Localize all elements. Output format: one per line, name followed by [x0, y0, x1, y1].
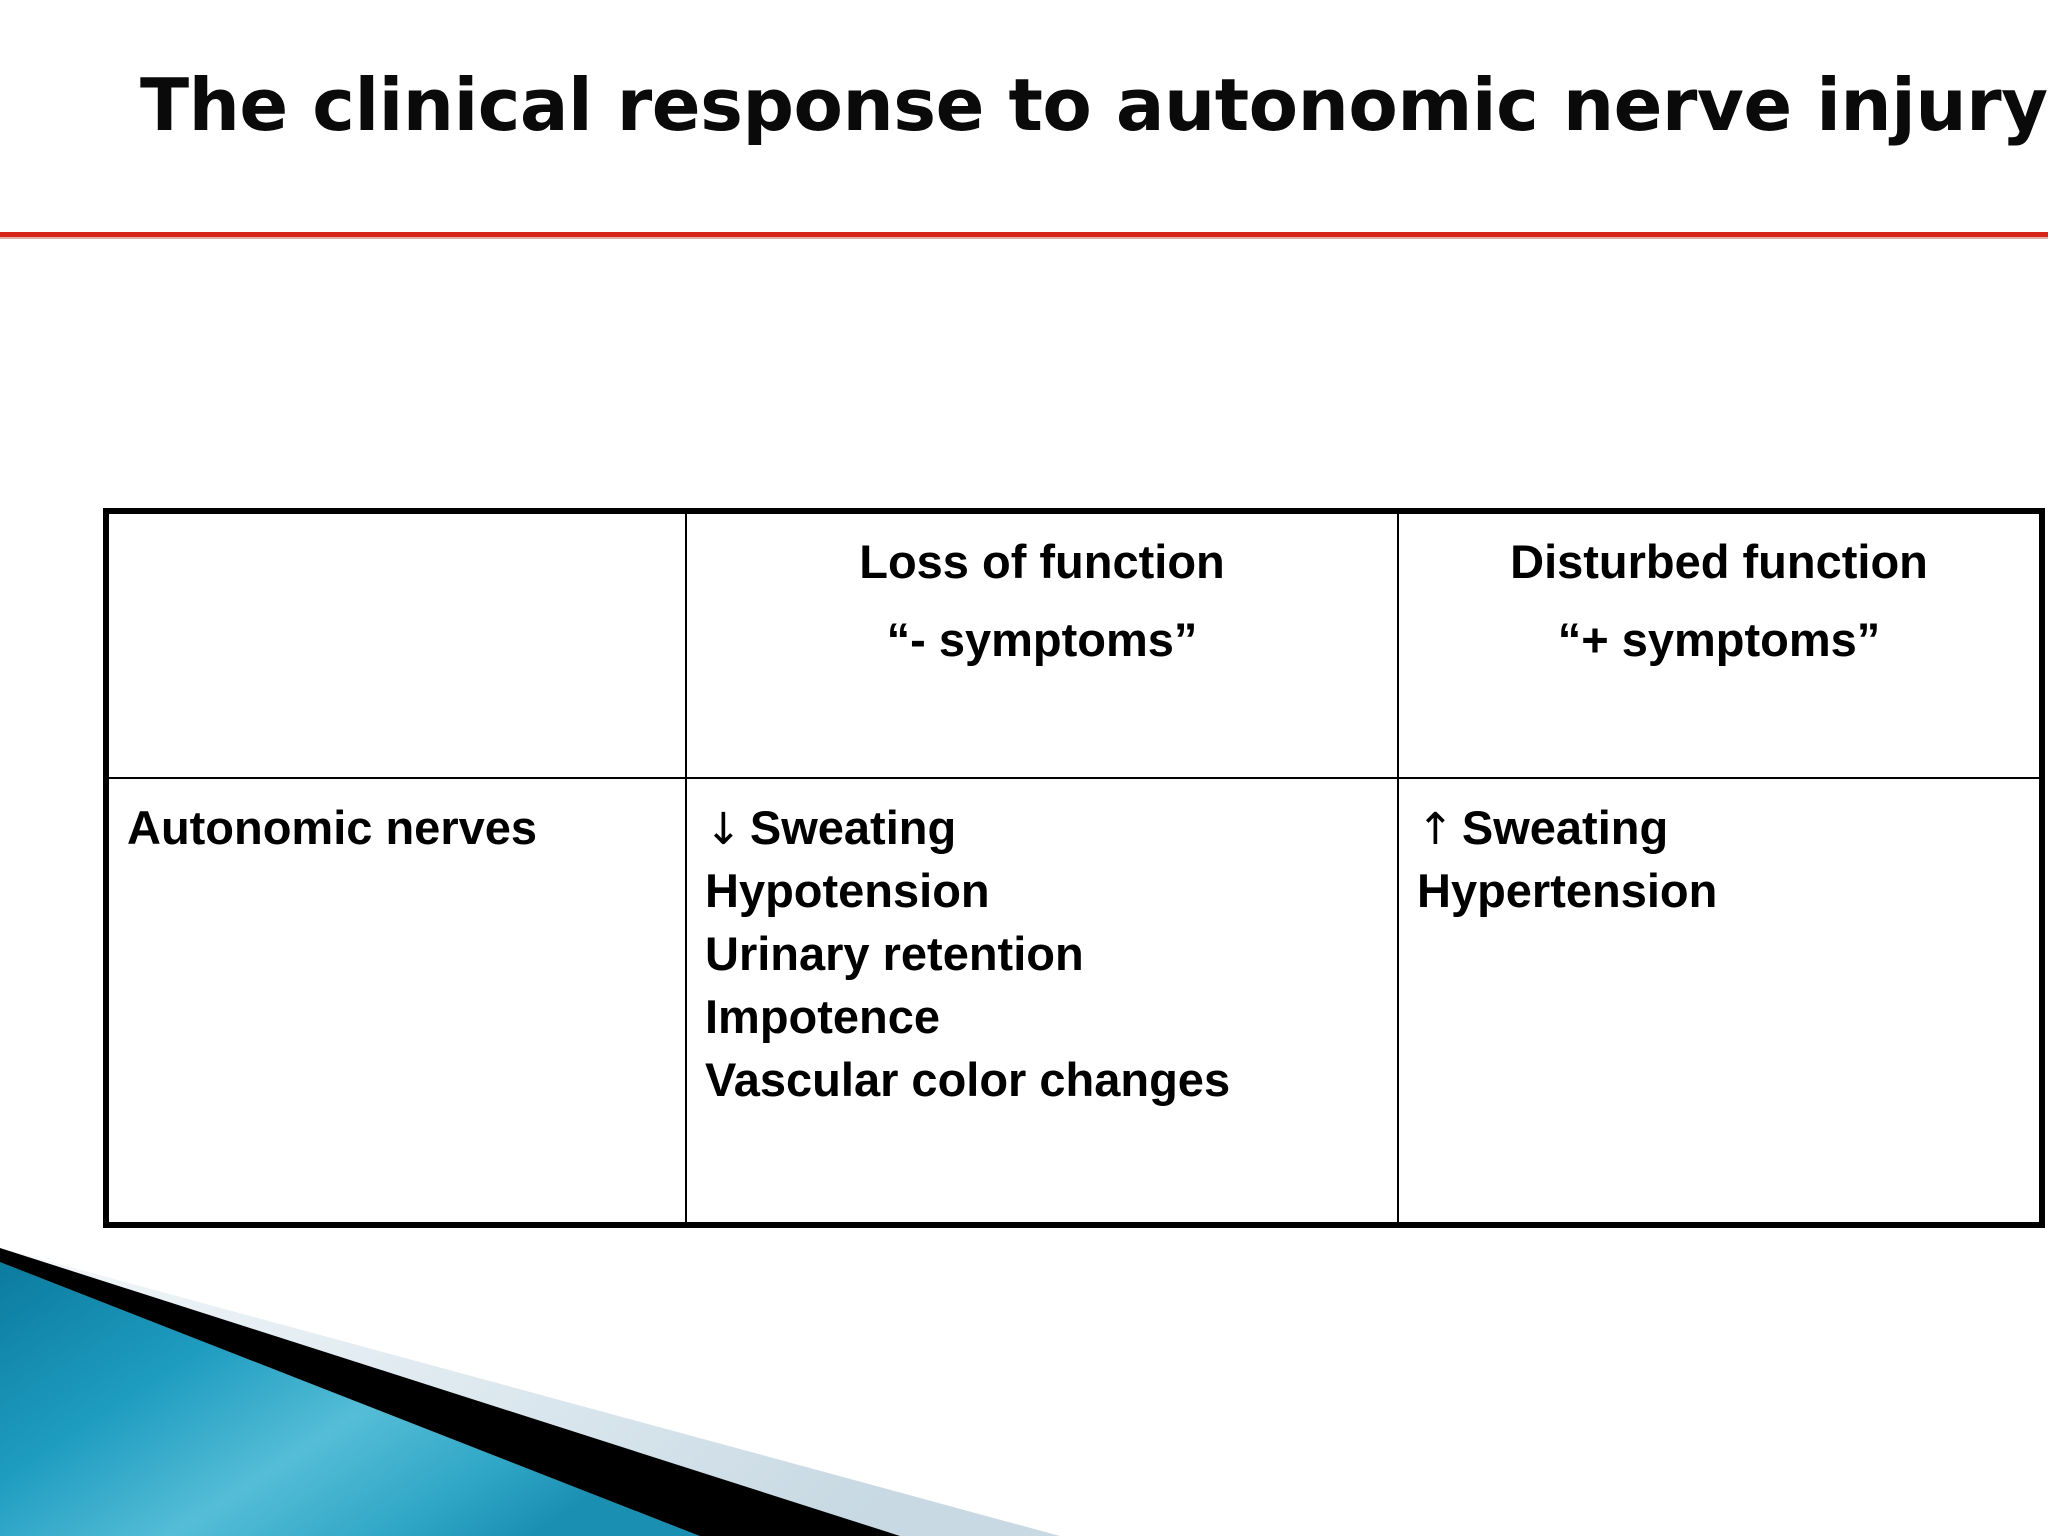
row-label-autonomic-nerves: Autonomic nerves	[127, 801, 538, 854]
title-divider-rule-shadow	[0, 237, 2048, 239]
row-label-cell: Autonomic nerves	[103, 777, 687, 1228]
header-loss-title: Loss of function	[859, 535, 1225, 588]
list-item: ↑Sweating	[1417, 797, 2025, 860]
list-item: Vascular color changes	[705, 1049, 1383, 1112]
clinical-response-table: Loss of function “- symptoms” Disturbed …	[103, 508, 2045, 1228]
list-item: Impotence	[705, 986, 1383, 1049]
title-divider-rule	[0, 232, 2048, 237]
list-item: Hypertension	[1417, 860, 2025, 923]
loss-symptom-text: Vascular color changes	[705, 1052, 1231, 1106]
table-header-row: Loss of function “- symptoms” Disturbed …	[103, 508, 2045, 779]
list-item: Urinary retention	[705, 923, 1383, 986]
arrow-up-icon: ↑	[1417, 804, 1454, 855]
disturbed-symptom-text: Hypertension	[1417, 863, 1718, 917]
bottom-left-corner-decoration	[0, 1206, 1060, 1536]
title-area: The clinical response to autonomic nerve…	[0, 60, 2048, 210]
header-disturbed-title: Disturbed function	[1510, 535, 1928, 588]
corner-banner-svg	[0, 1248, 1060, 1536]
corner-teal-wedge	[0, 1262, 700, 1536]
corner-black-stripe	[0, 1248, 900, 1536]
disturbed-symptom-text: Sweating	[1461, 801, 1669, 854]
corner-pale-wedge	[0, 1248, 1060, 1536]
loss-symptom-text: Hypotension	[705, 863, 990, 917]
header-cell-disturbed-function: Disturbed function “+ symptoms”	[1397, 508, 2045, 779]
list-item: ↓Sweating	[705, 797, 1383, 860]
arrow-down-icon: ↓	[705, 804, 742, 855]
page-title: The clinical response to autonomic nerve…	[140, 63, 2048, 147]
list-item: Hypotension	[705, 860, 1383, 923]
header-cell-blank	[103, 508, 687, 779]
header-loss-subtitle: “- symptoms”	[886, 613, 1198, 667]
loss-symptom-text: Impotence	[705, 989, 941, 1043]
loss-symptom-text: Urinary retention	[705, 926, 1084, 980]
header-disturbed-subtitle: “+ symptoms”	[1557, 613, 1881, 667]
loss-symptom-text: Sweating	[749, 801, 957, 854]
header-cell-loss-of-function: Loss of function “- symptoms”	[685, 508, 1399, 779]
